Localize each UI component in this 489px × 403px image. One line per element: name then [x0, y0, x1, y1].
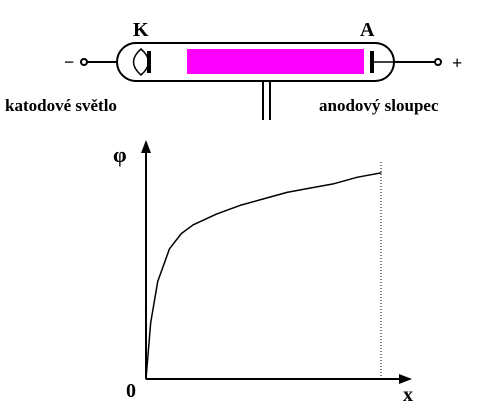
potential-curve-line: [145, 172, 382, 380]
potential-curve-point: [180, 233, 182, 235]
potential-series: [145, 172, 382, 380]
cathode-terminal: [80, 58, 88, 66]
anode-electrode: [370, 51, 394, 73]
potential-curve-point: [356, 176, 359, 178]
potential-curve-point: [239, 204, 241, 206]
x-axis-label: x: [403, 384, 413, 403]
potential-curve-point: [215, 213, 218, 215]
origin-label: 0: [126, 380, 136, 402]
potential-curve-point: [157, 280, 159, 282]
potential-curve-point: [192, 224, 194, 226]
y-axis-label: φ: [113, 142, 127, 167]
potential-graph: φ x 0: [113, 140, 413, 403]
potential-curve-point: [333, 183, 335, 185]
anode-column-label: anodový sloupec: [319, 96, 439, 115]
potential-curve-point: [150, 321, 152, 324]
plus-sign: +: [452, 53, 462, 73]
anode-terminal: [434, 58, 442, 66]
x-axis-arrow: [399, 374, 412, 384]
anode-label: A: [360, 19, 375, 41]
potential-curve-point: [168, 248, 171, 250]
cathode-glow-label: katodové světlo: [5, 96, 117, 115]
cathode-electrode: [132, 48, 151, 76]
potential-curve-point: [286, 191, 288, 193]
anode-column: [187, 49, 364, 74]
potential-curve-point: [309, 187, 312, 189]
y-axis-arrow: [141, 140, 151, 153]
discharge-tube: − + K A katodové světlo anodový sloupec: [5, 19, 462, 120]
potential-curve-point: [262, 198, 265, 200]
minus-sign: −: [64, 52, 74, 72]
potential-curve-point: [145, 378, 147, 380]
potential-curve-point: [380, 172, 382, 174]
cathode-label: K: [133, 19, 149, 41]
